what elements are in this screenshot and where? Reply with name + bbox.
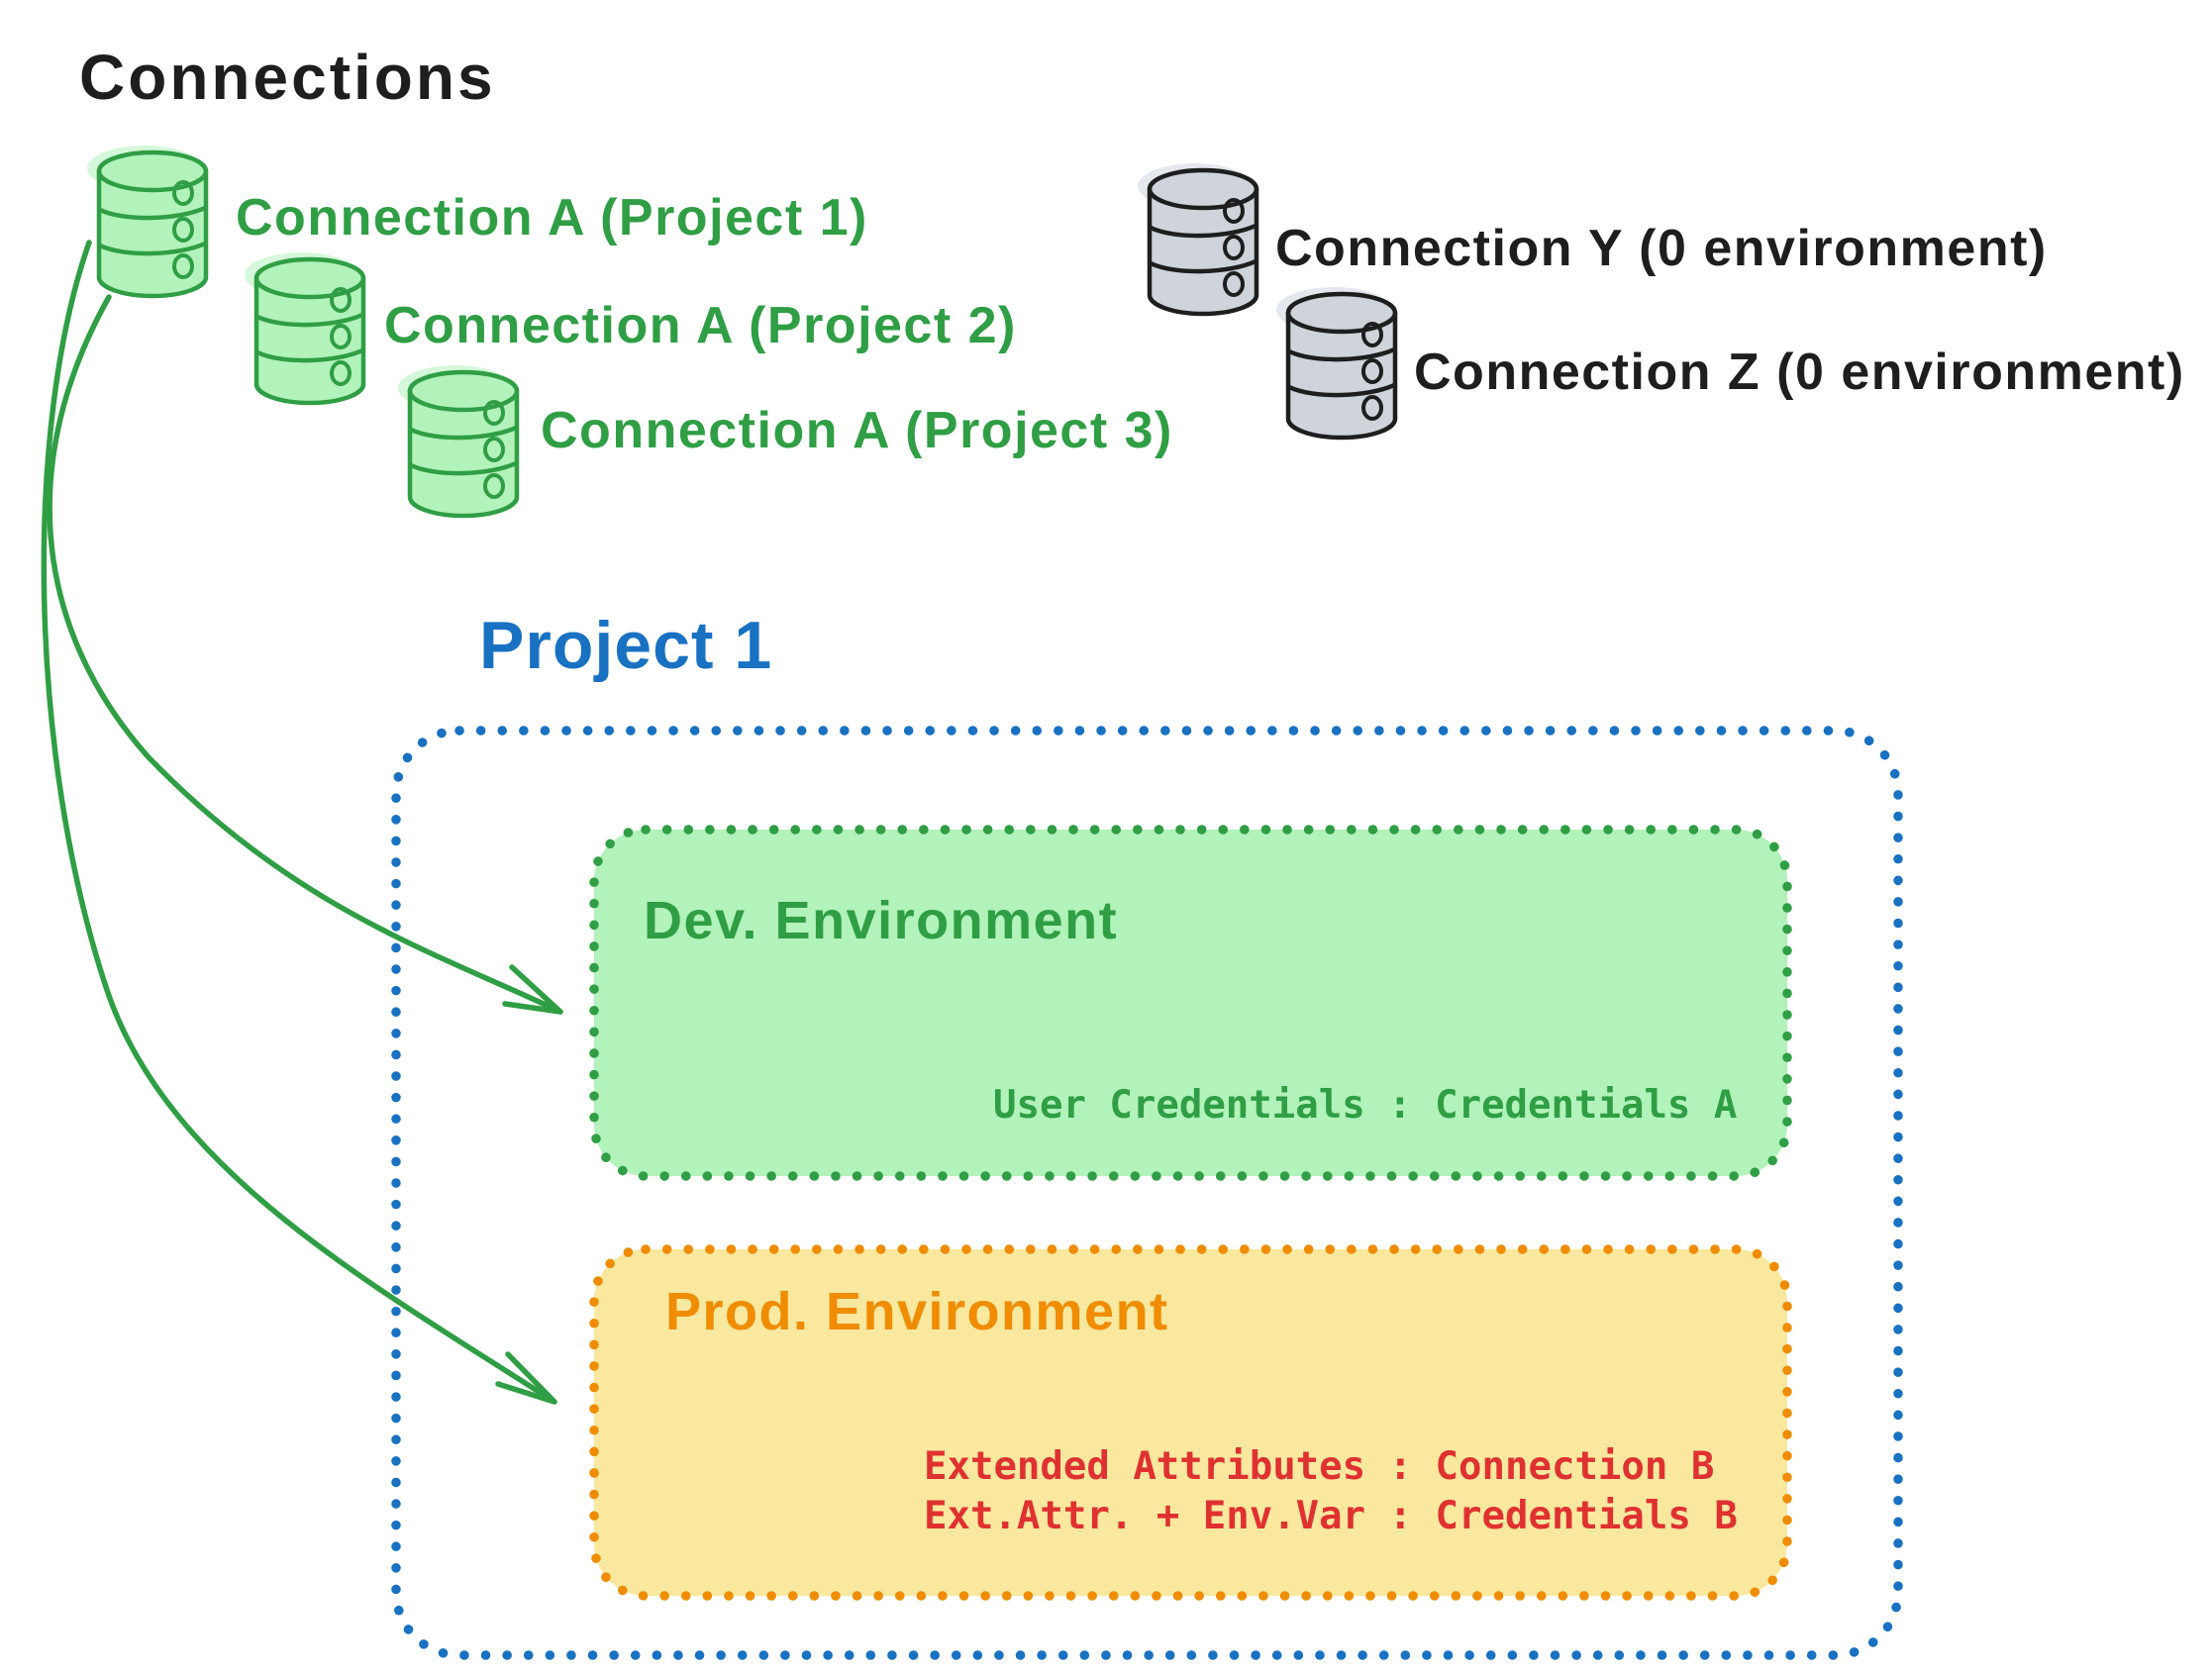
connection-y-label: Connection Y (0 environment) (1275, 220, 2048, 277)
database-icon-connection-a-project-1 (87, 146, 206, 296)
dev-environment-title: Dev. Environment (644, 891, 1119, 950)
arrow-connection-a-to-prod-environment (41, 240, 557, 1405)
project-1-boundary (391, 726, 1903, 1660)
dev-credentials-mapping: User Credentials : Credentials A (993, 1083, 1738, 1128)
connection-a-project-2-label: Connection A (Project 2) (384, 297, 1017, 354)
database-icon-connection-y (1138, 163, 1257, 314)
connection-z-label: Connection Z (0 environment) (1414, 344, 2185, 401)
connection-a-project-1-label: Connection A (Project 1) (236, 189, 868, 246)
database-icon-connection-a-project-3 (398, 365, 517, 516)
connection-a-project-3-label: Connection A (Project 3) (541, 402, 1173, 459)
database-icon-connection-z (1276, 287, 1395, 438)
connections-heading: Connections (79, 42, 496, 113)
arrow-connection-a-to-dev-environment (47, 294, 563, 1015)
dev-environment-box (589, 825, 1792, 1181)
prod-environment-box (589, 1244, 1792, 1601)
prod-extended-attributes-mapping: Extended Attributes : Connection B (924, 1444, 1715, 1489)
prod-environment-title: Prod. Environment (665, 1282, 1169, 1341)
database-icon-connection-a-project-2 (245, 252, 363, 403)
project-1-title: Project 1 (479, 608, 773, 683)
prod-ext-attr-env-var-mapping: Ext.Attr. + Env.Var : Credentials B (924, 1494, 1738, 1538)
